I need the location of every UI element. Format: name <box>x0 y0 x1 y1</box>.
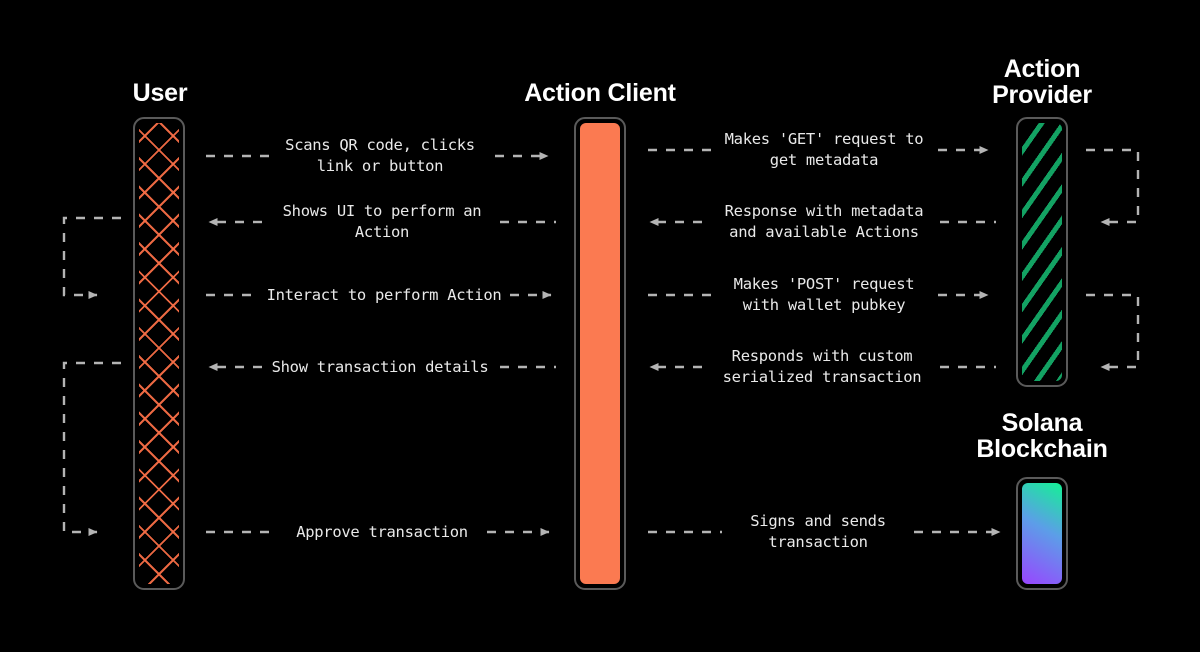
lifeline-solana-blockchain <box>1016 477 1068 590</box>
self-loop-provider-2 <box>1086 293 1140 371</box>
actor-title-solana-blockchain: Solana Blockchain <box>976 409 1108 464</box>
lifeline-action-client <box>574 117 626 590</box>
message-label-shows-ui: Shows UI to perform an Action <box>282 202 482 241</box>
message-label-responds-serialized: Responds with custom serialized transact… <box>722 347 922 386</box>
message-label-show-tx-details: Show transaction details <box>271 358 489 376</box>
message-label-signs-sends: Signs and sends transaction <box>750 512 886 551</box>
self-loop-user-1 <box>62 216 121 299</box>
actor-title-user: User <box>132 79 188 107</box>
message-label-approve-transaction: Approve transaction <box>296 523 468 541</box>
action-provider-pattern-fill <box>1022 123 1062 381</box>
message-label-scans-qr: Scans QR code, clicks link or button <box>285 136 475 175</box>
self-loop-user-2 <box>62 361 121 536</box>
action-client-fill <box>580 123 620 584</box>
lifeline-action-provider <box>1016 117 1068 387</box>
lifeline-user <box>133 117 185 590</box>
actor-title-action-provider: Action Provider <box>992 55 1092 110</box>
actor-title-action-client: Action Client <box>524 79 676 107</box>
solana-gradient-fill <box>1022 483 1062 584</box>
message-label-get-request: Makes 'GET' request to get metadata <box>724 130 924 169</box>
user-pattern-fill <box>139 123 179 584</box>
message-label-response-metadata: Response with metadata and available Act… <box>724 202 924 241</box>
message-label-interact: Interact to perform Action <box>266 286 502 304</box>
message-label-post-request: Makes 'POST' request with wallet pubkey <box>733 275 915 314</box>
self-loop-provider-1 <box>1086 148 1140 226</box>
